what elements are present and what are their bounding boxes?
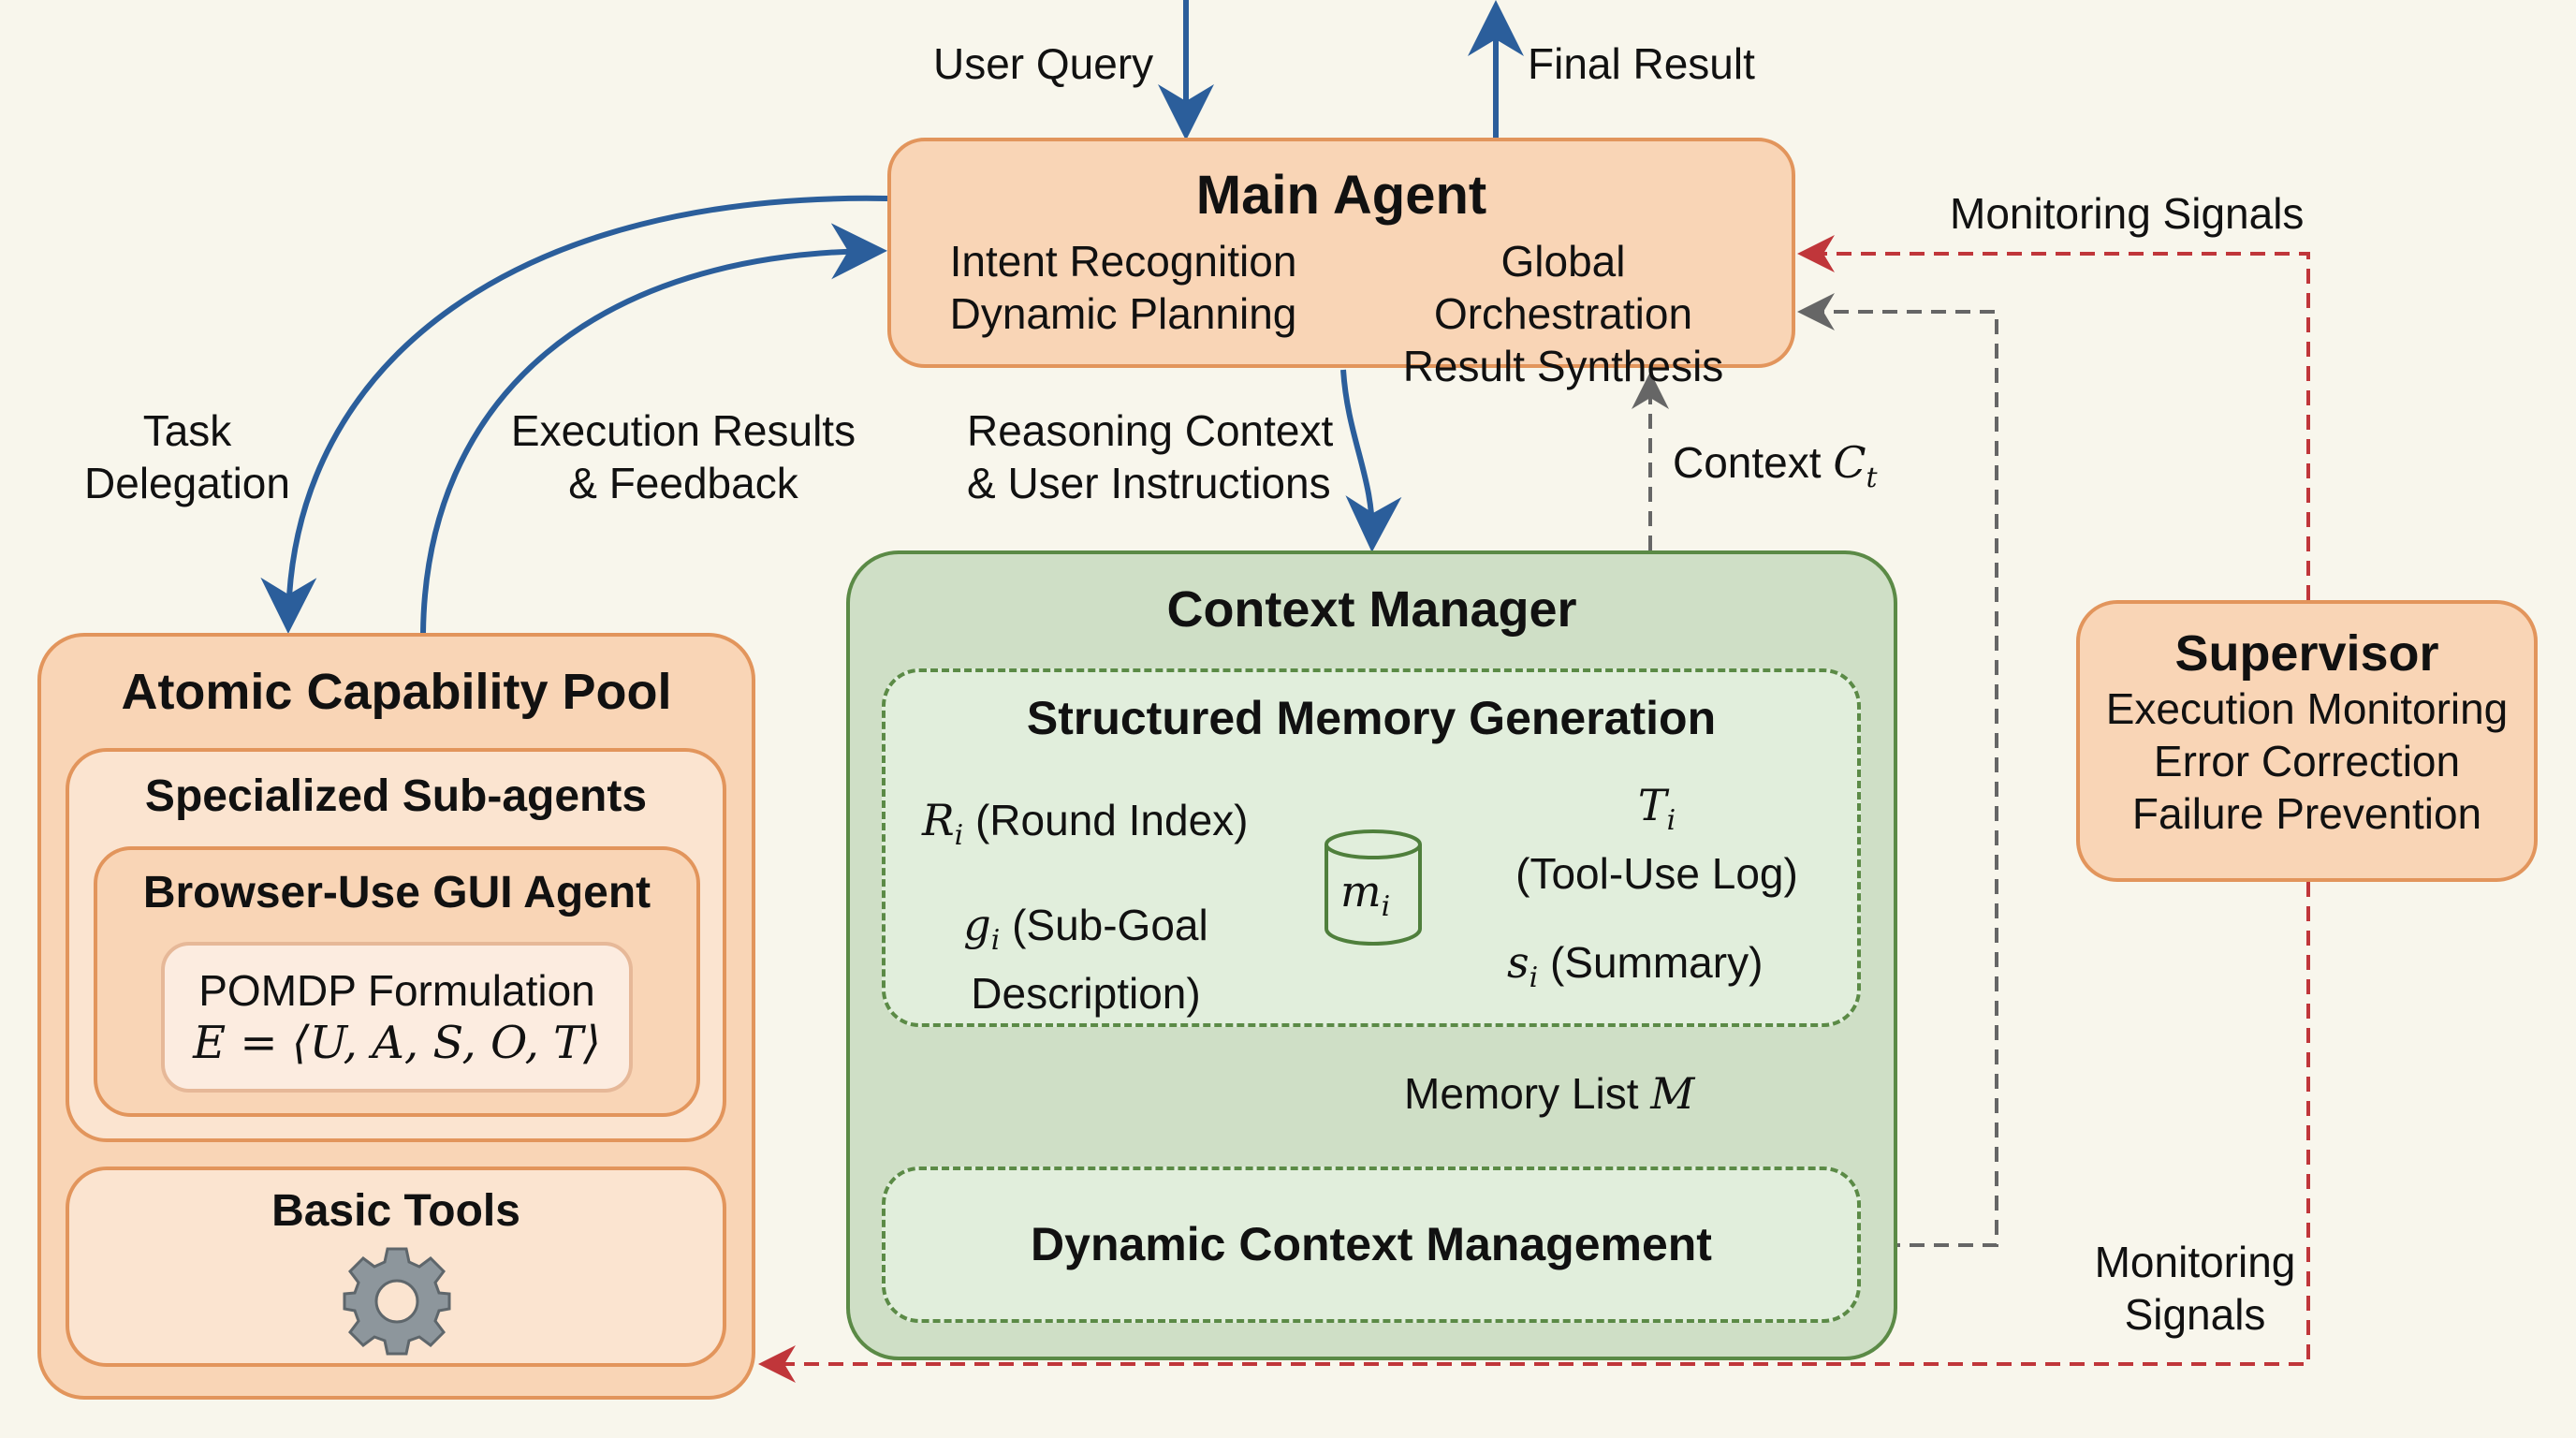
monitoring-top-arrow bbox=[1797, 235, 2310, 600]
memory-item-summary: si (Summary) bbox=[1507, 936, 1763, 1005]
reasoning-context-line-1: Reasoning Context bbox=[967, 406, 1334, 455]
global-orchestration: Global Orchestration bbox=[1433, 237, 1693, 338]
failure-prevention: Failure Prevention bbox=[2131, 789, 2482, 838]
dynamic-planning: Dynamic Planning bbox=[949, 289, 1297, 338]
sub-goal-symbol: g bbox=[963, 900, 991, 950]
memory-cylinder-label: mi bbox=[1340, 865, 1390, 933]
round-index-symbol: R bbox=[922, 795, 955, 845]
memory-list-label: Memory List M bbox=[1404, 1067, 1694, 1120]
pomdp-formula: E = ⟨U, A, S, O, T⟩ bbox=[193, 1017, 601, 1069]
context-manager-title: Context Manager bbox=[1166, 581, 1577, 638]
memory-item-tool-log: Ti (Tool-Use Log) bbox=[1498, 779, 1816, 900]
final-result-label: Final Result bbox=[1528, 39, 1755, 88]
summary-sub: i bbox=[1529, 961, 1539, 995]
execution-results-arrow bbox=[420, 223, 887, 634]
sub-goal-text: (Sub-Goal bbox=[1012, 901, 1208, 949]
memory-center-sub: i bbox=[1381, 890, 1391, 924]
memory-generation-title: Structured Memory Generation bbox=[1026, 692, 1717, 744]
monitoring-bottom-line-2: Signals bbox=[2124, 1290, 2266, 1339]
task-delegation-line-2: Delegation bbox=[84, 459, 290, 507]
error-correction: Error Correction bbox=[2153, 737, 2461, 785]
tool-log-symbol: T bbox=[1637, 780, 1667, 830]
gear-icon bbox=[343, 1247, 451, 1356]
monitoring-bottom-arrow bbox=[758, 882, 2310, 1383]
reasoning-context-arrow bbox=[1340, 369, 1402, 552]
pomdp-box: POMDP Formulation E = ⟨U, A, S, O, T⟩ bbox=[161, 942, 633, 1093]
monitoring-bottom-label: Monitoring Signals bbox=[2078, 1236, 2312, 1341]
round-index-sub: i bbox=[954, 819, 964, 853]
task-delegation-arrow bbox=[260, 195, 888, 634]
capability-pool-title: Atomic Capability Pool bbox=[121, 664, 672, 720]
monitoring-bottom-line-1: Monitoring bbox=[2094, 1238, 2296, 1286]
execution-results-line-1: Execution Results bbox=[510, 406, 856, 455]
gui-agent-title: Browser-Use GUI Agent bbox=[142, 868, 651, 917]
context-ct-label: Context Ct bbox=[1673, 436, 1878, 505]
reasoning-context-label: Reasoning Context & User Instructions bbox=[967, 404, 1333, 509]
context-ct-sub: t bbox=[1866, 462, 1878, 495]
supervisor-box[interactable]: Supervisor Execution Monitoring Error Co… bbox=[2076, 600, 2538, 882]
task-delegation-line-1: Task bbox=[142, 406, 232, 455]
sub-goal-sub: i bbox=[990, 924, 1001, 958]
result-synthesis: Result Synthesis bbox=[1402, 342, 1724, 390]
basic-tools-box[interactable]: Basic Tools bbox=[66, 1167, 726, 1367]
memory-list-text: Memory List bbox=[1404, 1069, 1639, 1118]
task-delegation-label: Task Delegation bbox=[66, 404, 309, 509]
execution-results-line-2: & Feedback bbox=[568, 459, 798, 507]
subagents-title: Specialized Sub-agents bbox=[144, 771, 648, 821]
basic-tools-title: Basic Tools bbox=[271, 1186, 520, 1236]
supervisor-title: Supervisor bbox=[2174, 625, 2439, 682]
memory-item-round-index: Ri (Round Index) bbox=[922, 794, 1248, 862]
memory-center-symbol: m bbox=[1340, 866, 1382, 917]
execution-results-label: Execution Results & Feedback bbox=[505, 404, 861, 509]
memory-item-sub-goal: gi (Sub-Goal Description) bbox=[945, 899, 1226, 1020]
dynamic-management-box[interactable]: Dynamic Context Management bbox=[882, 1167, 1861, 1323]
user-query-label: User Query bbox=[933, 39, 1154, 88]
context-ct-text: Context bbox=[1673, 438, 1822, 487]
tool-log-text: (Tool-Use Log) bbox=[1515, 849, 1798, 899]
dynamic-management-title: Dynamic Context Management bbox=[1031, 1218, 1712, 1270]
intent-recognition: Intent Recognition bbox=[949, 237, 1297, 286]
monitoring-top-label: Monitoring Signals bbox=[1950, 189, 2305, 238]
tool-log-sub: i bbox=[1666, 804, 1676, 838]
summary-text: (Summary) bbox=[1549, 938, 1764, 987]
main-agent-box[interactable]: Main Agent Intent Recognition Dynamic Pl… bbox=[887, 138, 1795, 390]
execution-monitoring: Execution Monitoring bbox=[2105, 684, 2509, 733]
memory-list-symbol: M bbox=[1650, 1068, 1695, 1119]
supervisor-functions: Execution Monitoring Error Correction Fa… bbox=[2080, 682, 2534, 840]
main-agent-right-functions: Global Orchestration Result Synthesis bbox=[1367, 235, 1760, 392]
memory-cylinder-icon bbox=[1325, 829, 1422, 946]
sub-goal-text-2: Description) bbox=[971, 969, 1201, 1019]
round-index-text: (Round Index) bbox=[974, 796, 1249, 844]
main-agent-left-functions: Intent Recognition Dynamic Planning bbox=[945, 235, 1301, 340]
pomdp-title: POMDP Formulation bbox=[198, 966, 595, 1015]
summary-symbol: s bbox=[1507, 937, 1530, 988]
context-ct-symbol: C bbox=[1833, 437, 1866, 488]
reasoning-context-line-2: & User Instructions bbox=[967, 459, 1331, 507]
main-agent-title: Main Agent bbox=[1195, 165, 1487, 226]
